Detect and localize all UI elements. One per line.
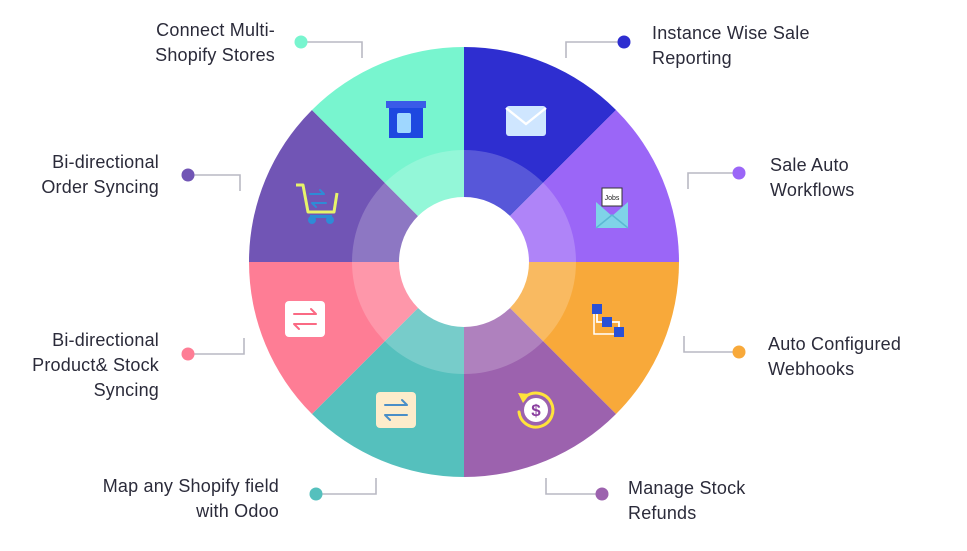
arrow-right: [293, 308, 317, 315]
connector-line: [188, 338, 245, 355]
label-line: Reporting: [652, 48, 732, 68]
connector-line: [545, 478, 602, 495]
mail-fold: [595, 214, 629, 229]
label-line: Workflows: [770, 180, 855, 200]
connector-dot: [294, 35, 308, 49]
swap-tile: [285, 301, 325, 337]
flow-connector: [612, 321, 620, 327]
segment-manage-stock-refunds: [464, 262, 617, 477]
label-line: Syncing: [93, 380, 159, 400]
label-line: with Odoo: [196, 501, 279, 521]
label-sale-auto-workflows: Sale Auto Workflows: [770, 153, 854, 203]
label-line: Refunds: [628, 503, 697, 523]
connector-bi-directional-order-syncing: [181, 168, 241, 191]
connector-dot: [181, 347, 195, 361]
swap-arrows-icon: [285, 301, 325, 337]
envelope-body: [506, 106, 546, 136]
segment-map-any-shopify-field: [311, 262, 464, 478]
label-connect-multi-shopify-stores: Connect Multi- Shopify Stores: [155, 18, 275, 68]
refund-arrowhead: [518, 393, 530, 403]
label-instance-wise-sale-reporting: Instance Wise Sale Reporting: [652, 21, 810, 71]
connector-instance-wise-sale-reporting: [565, 35, 631, 58]
cart-sync-icon: [296, 183, 339, 224]
jobs-paper: [601, 187, 623, 207]
jobs-text: Jobs: [605, 195, 620, 202]
cart-frame: [296, 183, 339, 214]
connector-bi-directional-product-stock-syncing: [181, 338, 245, 361]
dollar-sign-icon: $: [531, 401, 541, 420]
segment-instance-wise-sale-reporting: [464, 47, 617, 262]
connector-dot: [617, 35, 631, 49]
label-line: Map any Shopify field: [102, 476, 279, 496]
segment-bi-directional-product-stock-syncing: [249, 262, 464, 415]
connector-map-any-shopify-field: [309, 478, 377, 501]
arrow-right: [309, 189, 325, 195]
flow-connector: [596, 314, 602, 323]
segment-bi-directional-order-syncing: [249, 109, 464, 262]
label-line: Auto Configured: [768, 334, 902, 354]
label-line: Product& Stock: [32, 355, 159, 375]
flow-node: [614, 327, 624, 337]
swap-tile: [376, 392, 416, 428]
label-line: Manage Stock: [628, 478, 746, 498]
label-map-any-shopify-field: Map any Shopify field with Odoo: [103, 474, 279, 524]
label-line: Order Syncing: [41, 177, 159, 197]
label-line: Shopify Stores: [155, 45, 275, 65]
connector-dot: [595, 487, 609, 501]
dollar-refund-icon: $: [517, 391, 555, 429]
arrow-left: [384, 414, 408, 421]
connector-line: [188, 174, 241, 191]
connector-auto-configured-webhooks: [683, 336, 746, 359]
arrow-left: [293, 323, 317, 330]
flow-connector: [593, 314, 614, 335]
connector-dot: [309, 487, 323, 501]
connector-dot: [732, 166, 746, 180]
envelope-icon: [505, 106, 547, 136]
label-auto-configured-webhooks: Auto Configured Webhooks: [768, 332, 901, 382]
flowchart-icon: [592, 304, 624, 337]
flow-node: [602, 317, 612, 327]
connector-line: [687, 172, 739, 189]
label-line: Bi-directional: [52, 330, 159, 350]
jobs-mail-icon: Jobs: [595, 187, 629, 229]
label-line: Webhooks: [768, 359, 855, 379]
connector-sale-auto-workflows: [687, 166, 746, 189]
flow-node: [592, 304, 602, 314]
label-manage-stock-refunds: Manage Stock Refunds: [628, 476, 745, 526]
cart-base: [310, 215, 332, 218]
connector-line: [301, 41, 363, 58]
connector-line: [683, 336, 739, 353]
connector-manage-stock-refunds: [545, 478, 609, 501]
segment-connect-multi-shopify-stores: [311, 47, 464, 262]
label-bi-directional-product-stock-syncing: Bi-directional Product& Stock Syncing: [32, 328, 159, 403]
coin: [524, 398, 548, 422]
label-line: Connect Multi-: [156, 20, 275, 40]
arrow-right: [384, 399, 408, 406]
label-line: Instance Wise Sale: [652, 23, 810, 43]
swap-arrows-icon: [376, 392, 416, 428]
label-line: Sale Auto: [770, 155, 849, 175]
arrow-left: [311, 202, 327, 208]
segment-auto-configured-webhooks: [464, 262, 679, 415]
label-line: Bi-directional: [52, 152, 159, 172]
store-icon: [386, 101, 426, 138]
connector-connect-multi-shopify-stores: [294, 35, 363, 58]
connector-dot: [732, 345, 746, 359]
connector-line: [565, 41, 624, 58]
connector-dot: [181, 168, 195, 182]
label-bi-directional-order-syncing: Bi-directional Order Syncing: [41, 150, 159, 200]
center-hole: [399, 197, 529, 327]
connector-line: [316, 478, 377, 495]
store-awning: [386, 101, 426, 108]
store-door: [397, 113, 411, 133]
envelope-flap: [505, 107, 547, 126]
refund-arrow: [517, 391, 555, 429]
